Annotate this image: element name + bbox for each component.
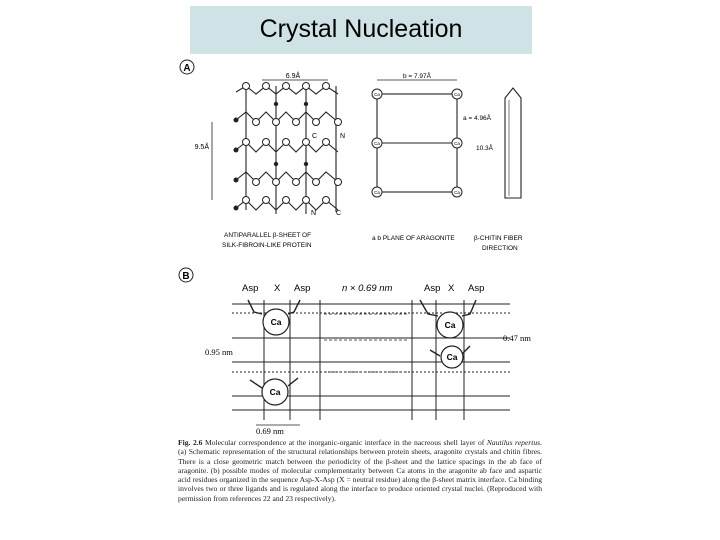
slide-title: Crystal Nucleation [259, 15, 463, 43]
caption-fig-number: Fig. 2.6 [178, 438, 203, 447]
dim-left-label: 9.5Å [195, 142, 210, 151]
ca-sphere-label-3: Ca [447, 352, 458, 362]
panel-b-label-circle [178, 267, 194, 283]
ca-sphere-label-1: Ca [271, 317, 282, 327]
title-banner: Crystal Nucleation [190, 6, 532, 54]
x-label-2: X [448, 283, 455, 294]
panel-a: A 6.9Å 9.5Å C N [179, 59, 523, 252]
asp-label-3: Asp [424, 283, 440, 294]
asp-label-4: Asp [468, 283, 484, 294]
caption-text-1: Molecular correspondence at the inorgani… [204, 438, 485, 447]
dashed-repeat-region [324, 313, 408, 397]
side-chains [247, 299, 477, 389]
chitin-fiber-shape [504, 87, 522, 199]
figure-caption: Fig. 2.6 Molecular correspondence at the… [178, 438, 542, 503]
sheet-caption-line2: SILK-FIBROIN-LIKE PROTEIN [222, 242, 312, 249]
ca-atom-label-6: Ca [454, 190, 460, 195]
ca-spheres [261, 308, 464, 406]
asp-label-1: Asp [242, 283, 258, 294]
aragonite-ca-atoms [371, 88, 463, 198]
beta-sheet-filled-atoms [233, 101, 309, 211]
beta-sheet-atoms [242, 82, 342, 204]
fiber-dim-label: 10.3Å [476, 143, 494, 152]
x-label-1: X [274, 283, 281, 294]
sheet-caption-line1: ANTIPARALLEL β-SHEET OF [224, 232, 311, 239]
dim-047-label: 0.47 nm [503, 333, 531, 343]
panel-b: B Asp X Asp n × 0.69 nm Asp X Asp [178, 267, 531, 436]
ca-atom-label-3: Ca [374, 141, 380, 146]
fiber-label-2: DIRECTION [482, 245, 518, 252]
ca-atom-label-4: Ca [454, 141, 460, 146]
panel-b-label: B [182, 271, 189, 282]
caption-species: Nautilus repertus [486, 438, 541, 447]
panel-a-label-circle [179, 59, 195, 75]
fiber-label-1: β-CHITIN FIBER [474, 235, 523, 242]
asp-label-2: Asp [294, 283, 310, 294]
caption-text-2: . (a) Schematic representation of the st… [178, 438, 542, 503]
lattice-a-label: a = 4.96Å [463, 113, 492, 122]
beta-sheet-diagram [235, 85, 339, 214]
carbon-label-1: C [312, 133, 317, 140]
dim-069-label: 0.69 nm [256, 426, 284, 436]
repeat-label: n × 0.69 nm [342, 283, 393, 294]
panel-a-label: A [183, 63, 190, 74]
nitrogen-label-1: N [340, 133, 345, 140]
plane-label: a b PLANE OF ARAGONITE [372, 235, 455, 242]
aragonite-lattice [376, 93, 458, 193]
ca-atom-label-2: Ca [454, 92, 460, 97]
ca-sphere-label-2: Ca [445, 320, 456, 330]
dim-095-label: 0.95 nm [205, 347, 233, 357]
ca-atom-label-1: Ca [374, 92, 380, 97]
dim-top-label: 6.9Å [286, 71, 301, 80]
carbon-label-2: C [336, 210, 341, 217]
ca-atom-label-5: Ca [374, 190, 380, 195]
nitrogen-label-2: N [311, 210, 316, 217]
scanned-figure-page [172, 54, 547, 535]
ca-sphere-label-4: Ca [270, 387, 281, 397]
lattice-b-label: b = 7.97Å [403, 71, 432, 80]
